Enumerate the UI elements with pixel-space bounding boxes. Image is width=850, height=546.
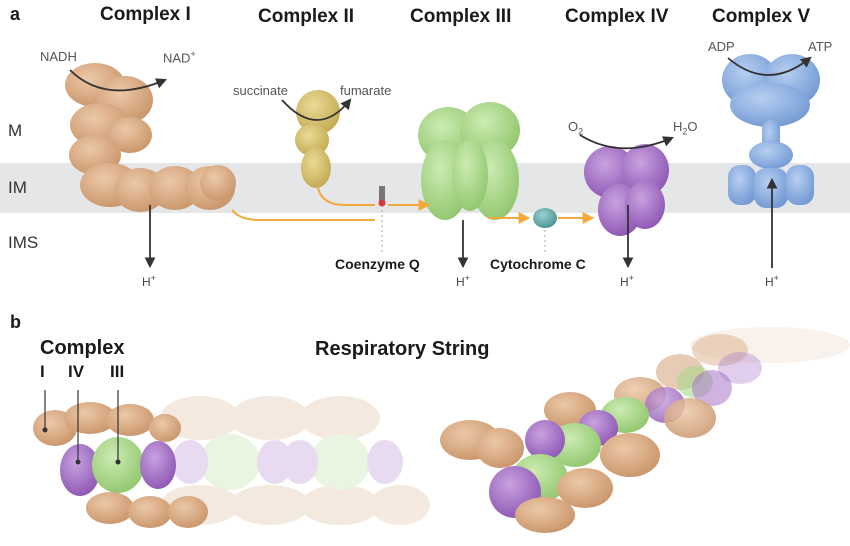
- succinate-label: succinate: [233, 83, 288, 98]
- region-im-label: IM: [8, 178, 27, 197]
- water-label: H2O: [673, 119, 698, 137]
- nad-text: NAD: [163, 50, 191, 66]
- complex-iii-title: Complex III: [410, 6, 512, 27]
- cytochrome-c-shape: [533, 208, 557, 228]
- proton-complex-iv: H+: [620, 273, 634, 289]
- coenzyme-q-label: Coenzyme Q: [335, 256, 420, 272]
- complex-v-shape: [722, 54, 820, 208]
- proton-charge: +: [628, 273, 634, 283]
- proton-complex-v: H+: [765, 273, 779, 289]
- nad-label: NAD+: [163, 49, 196, 65]
- atp-label: ATP: [808, 39, 833, 54]
- legend-label-i: I: [40, 362, 45, 381]
- water-subscript: 2: [682, 126, 688, 137]
- fumarate-label: fumarate: [340, 83, 392, 98]
- succinate-arrow: [281, 98, 352, 121]
- electron-path-ii-to-q: [317, 187, 375, 206]
- complex-v-title: Complex V: [712, 6, 811, 27]
- proton-h: H: [765, 275, 774, 289]
- oxygen-arrow: [579, 134, 674, 150]
- panel-b-label: b: [10, 312, 21, 332]
- proton-charge: +: [464, 273, 470, 283]
- nadh-arrow: [69, 69, 167, 92]
- proton-complex-i: H+: [142, 273, 156, 289]
- oxygen-label: O2: [568, 119, 583, 137]
- respiratory-string-left-faded: [160, 396, 430, 525]
- nadh-label: NADH: [40, 49, 77, 64]
- electron-path-i-to-q: [231, 209, 375, 221]
- proton-complex-iii: H+: [456, 273, 470, 289]
- region-ims-label: IMS: [8, 233, 39, 252]
- complex-iii-shape: [418, 102, 520, 220]
- panel-a-label: a: [10, 4, 21, 24]
- oxygen-text: O: [568, 119, 579, 134]
- water-h: H: [673, 119, 683, 134]
- proton-h: H: [620, 275, 629, 289]
- respiratory-string-title: Respiratory String: [315, 338, 490, 360]
- proton-charge: +: [150, 273, 156, 283]
- region-matrix-label: M: [8, 121, 23, 140]
- legend-label-iii: III: [110, 362, 125, 381]
- cytochrome-c-label: Cytochrome C: [490, 256, 586, 272]
- complex-iv-shape: [584, 144, 669, 236]
- complex-ii-title: Complex II: [258, 6, 355, 27]
- coenzyme-q-shape: [378, 186, 386, 207]
- oxygen-subscript: 2: [578, 126, 584, 137]
- adp-arrow: [727, 56, 812, 76]
- proton-h: H: [142, 275, 151, 289]
- complex-iv-title: Complex IV: [565, 6, 669, 27]
- adp-label: ADP: [708, 39, 735, 54]
- legend-title: Complex: [40, 337, 125, 359]
- proton-charge: +: [773, 273, 779, 283]
- complex-i-title: Complex I: [100, 4, 191, 25]
- nad-charge: +: [190, 49, 196, 59]
- proton-h: H: [456, 275, 465, 289]
- complex-ii-shape: [295, 90, 340, 188]
- respiratory-string-perspective: [440, 327, 850, 533]
- legend-label-iv: IV: [68, 362, 85, 381]
- respiratory-string-left-unit: [33, 402, 208, 528]
- water-o: O: [687, 119, 698, 134]
